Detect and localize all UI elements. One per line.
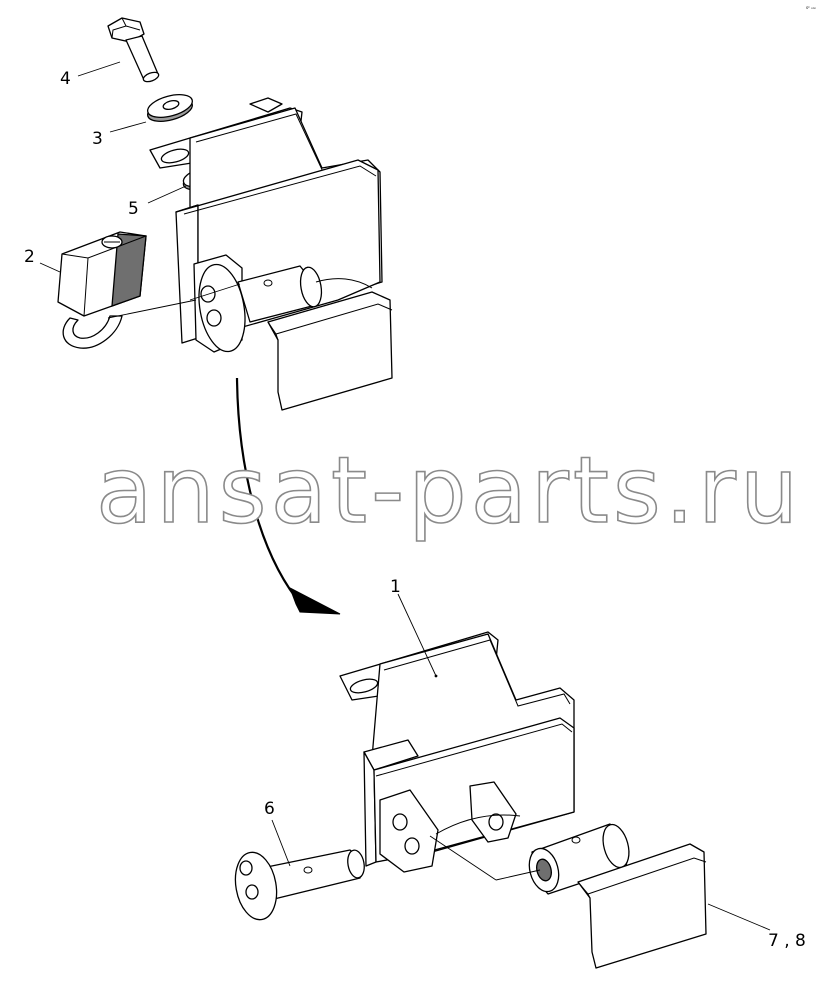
bushing (528, 823, 630, 895)
callout-7-8: 7 , 8 (768, 931, 806, 951)
hinge-leaf-upper (267, 291, 393, 411)
pin-part-6 (234, 849, 365, 921)
upper-assembly (39, 17, 393, 411)
callout-1: 1 (390, 577, 401, 597)
bolt-part-4 (107, 17, 160, 83)
callout-6: 6 (264, 799, 275, 819)
callout-3: 3 (92, 129, 103, 149)
corner-mark: sᵖ ₒₙₙ (806, 5, 816, 10)
watermark-text: ansat-parts.ru (96, 437, 802, 544)
lower-assembly (234, 593, 771, 969)
washer-part-3 (146, 94, 194, 122)
lock-part-2 (57, 231, 147, 349)
bracket-part-1 (339, 631, 575, 873)
callout-4: 4 (60, 69, 71, 89)
pin-upper (193, 254, 373, 353)
callout-5: 5 (128, 199, 139, 219)
transition-arrow (235, 377, 341, 615)
callout-2: 2 (24, 247, 35, 267)
hinge-leaf-part-7-8 (577, 843, 707, 969)
